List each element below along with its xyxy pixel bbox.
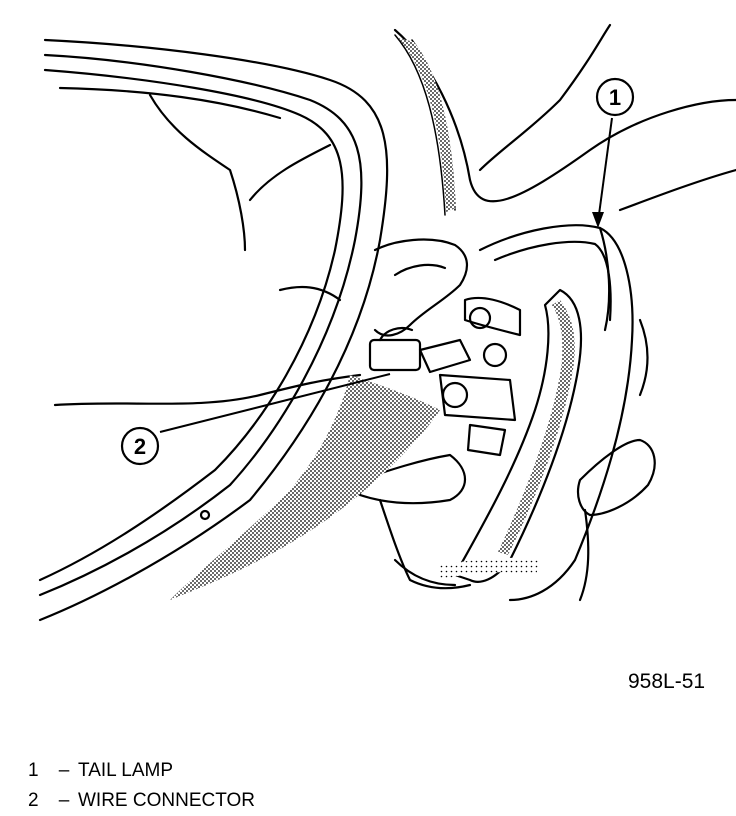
trunk-frame-edge: [38, 68, 344, 582]
legend-label: WIRE CONNECTOR: [78, 790, 255, 811]
hand-upper: [373, 238, 468, 337]
callout-1-number: 1: [609, 85, 621, 110]
legend-dash: –: [58, 790, 70, 811]
lens-shading: [498, 300, 575, 555]
trunk-frame-outer: [38, 38, 389, 622]
body-panel-line: [478, 23, 612, 172]
figure-code: 958L-51: [628, 670, 706, 693]
legend-number: 2: [28, 790, 39, 811]
callout-1-leader: [597, 117, 613, 223]
trunk-frame-inner: [38, 53, 363, 597]
seal-shading-upper: [398, 38, 456, 212]
callout-2-number: 2: [134, 434, 146, 459]
tail-lamp-lens-frame: [453, 288, 583, 583]
callout-2: 2: [120, 373, 391, 466]
callout-1-arrowhead: [592, 212, 604, 228]
legend-number: 1: [28, 760, 39, 781]
legend: 1–TAIL LAMP 2–WIRE CONNECTOR: [28, 756, 255, 816]
hand-lower: [576, 438, 656, 517]
callout-2-circle: [120, 426, 160, 466]
trunk-inner-line: [58, 86, 282, 120]
callout-1: 1: [592, 77, 635, 228]
quarter-panel-line: [618, 168, 736, 212]
callout-2-leader: [159, 373, 391, 433]
trunk-floor-shading: [170, 375, 440, 600]
tail-lamp-housing: [478, 224, 634, 602]
callout-1-circle: [595, 77, 635, 117]
legend-item-wire-connector: 2–WIRE CONNECTOR: [28, 786, 255, 816]
legend-dash: –: [58, 760, 70, 781]
body-panel-edge: [393, 28, 736, 203]
wire-connector: [368, 338, 422, 372]
legend-item-tail-lamp: 1–TAIL LAMP: [28, 756, 255, 786]
legend-label: TAIL LAMP: [78, 760, 174, 781]
